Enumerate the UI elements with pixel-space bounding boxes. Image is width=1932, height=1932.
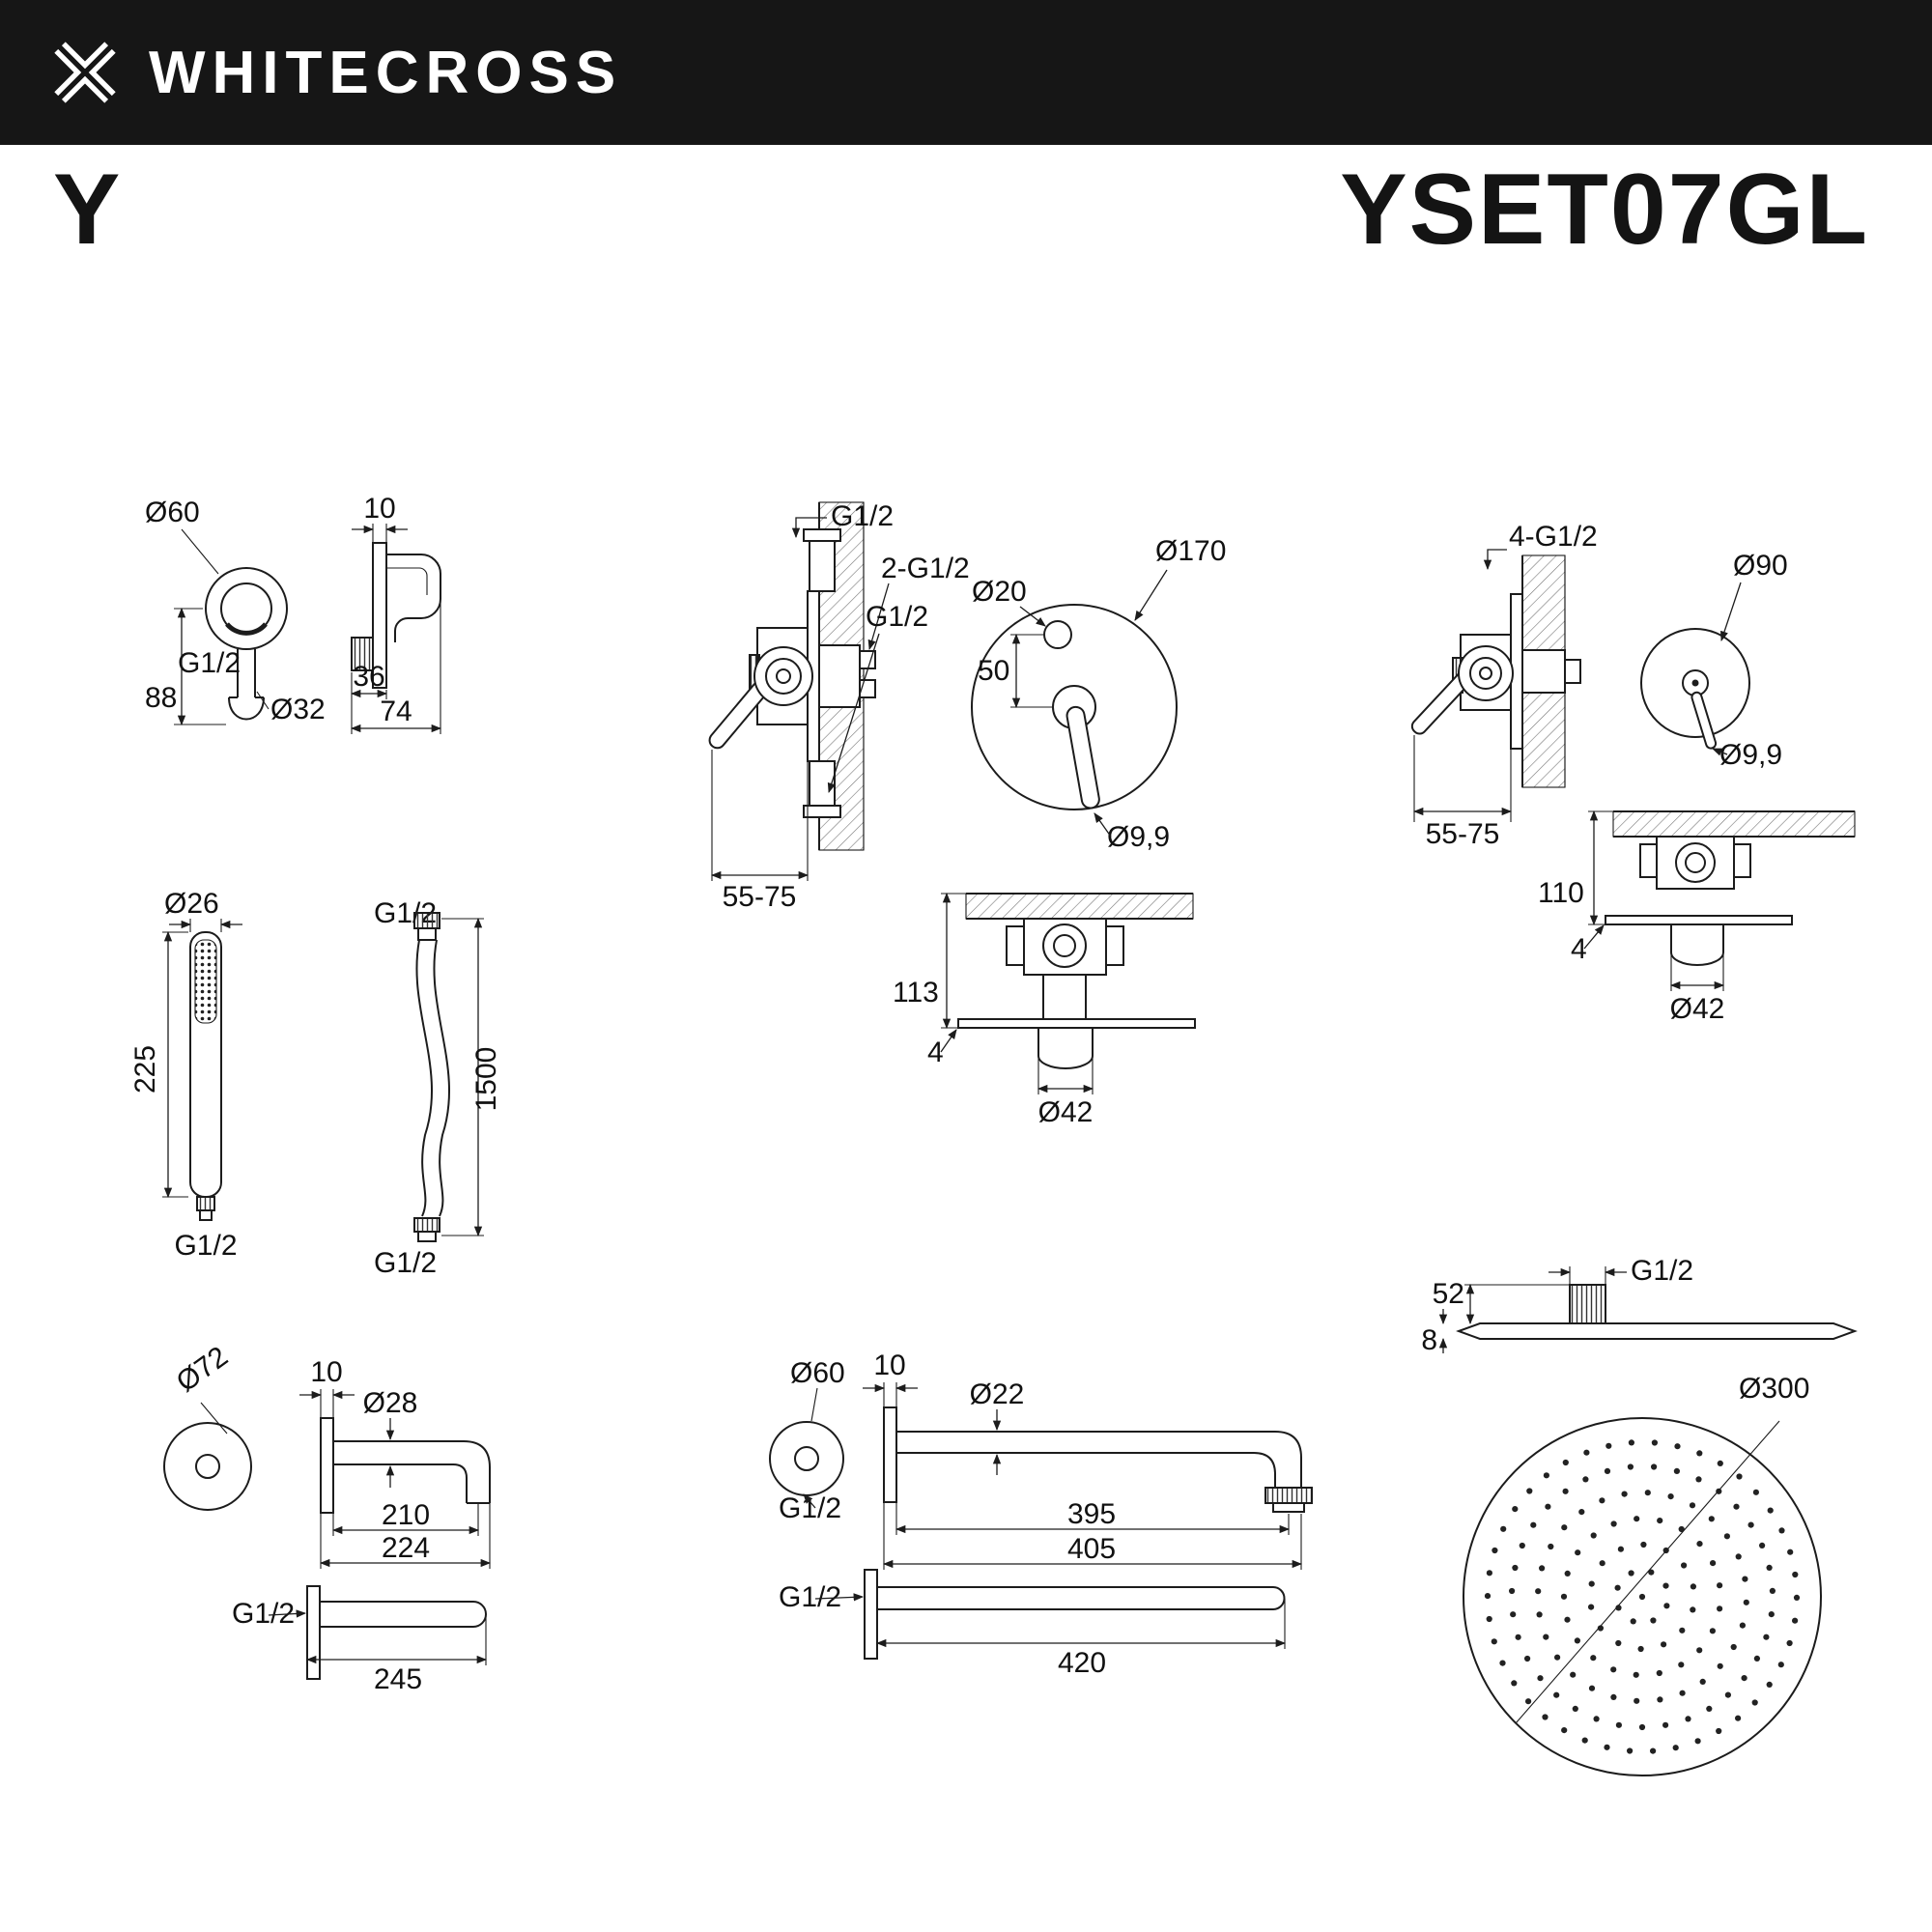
drawing-diverter-valve-section: 113 4 Ø42 [893, 892, 1196, 1128]
dim-thread: G1/2 [178, 647, 241, 679]
model-number: YSET07GL [1340, 154, 1869, 266]
title-row: Y YSET07GL [53, 153, 1869, 268]
dim-dia-plate: Ø170 [1155, 535, 1226, 567]
dim-dia-escutcheon: Ø60 [790, 1357, 845, 1389]
dim-thread-bottom: G1/2 [866, 601, 928, 633]
brand-name: WHITECROSS [149, 39, 623, 106]
dim-length: 225 [129, 1045, 161, 1094]
series-title: Y [53, 154, 123, 266]
drawing-wall-bracket: Ø60 G1/2 88 Ø32 10 36 74 [145, 493, 442, 734]
dim-install-depth: 55-75 [723, 881, 797, 913]
dim-thread: G1/2 [174, 1230, 237, 1262]
dim-height: 88 [145, 682, 177, 714]
drawing-shower-arm: Ø60 10 Ø22 395 405 G1/2 G1/2 420 [769, 1350, 1313, 1679]
dim-threads: 4-G1/2 [1509, 521, 1598, 553]
brand-logo: WHITECROSS [43, 30, 622, 115]
mixer-front-lever [1690, 691, 1718, 750]
dim-depth: 110 [1538, 877, 1584, 909]
diverter-front-lever [1065, 705, 1100, 810]
dim-dia-spout: Ø42 [1670, 993, 1725, 1025]
dim-reach-alt: 245 [374, 1663, 422, 1695]
dim-thread-alt: G1/2 [779, 1581, 841, 1613]
dim-reach-to-drop: 395 [1067, 1498, 1116, 1530]
dim-connector-height: 52 [1433, 1278, 1464, 1310]
dim-dia-escutcheon: Ø72 [171, 1341, 234, 1399]
dim-dia-plate: Ø90 [1733, 550, 1788, 582]
drawing-diverter-valve-side: G1/2 2-G1/2 G1/2 55-75 [708, 500, 970, 913]
dim-length-alt: 420 [1058, 1647, 1106, 1679]
dim-reach-total: 405 [1067, 1533, 1116, 1565]
dim-plate-thickness: 4 [927, 1037, 944, 1068]
dim-thread: G1/2 [779, 1492, 841, 1524]
dim-thread-top: G1/2 [831, 500, 894, 532]
dim-dia-escutcheon: Ø60 [145, 497, 200, 528]
whitecross-x-icon [47, 35, 123, 110]
drawing-shower-head: G1/2 52 8 Ø300 [1421, 1255, 1858, 1776]
drawing-spout: Ø72 10 Ø28 210 224 G1/2 245 [163, 1341, 492, 1695]
dim-knob-offset: 50 [978, 655, 1009, 687]
dim-dia-spout: Ø42 [1038, 1096, 1094, 1128]
dim-thread-bottom: G1/2 [374, 1247, 437, 1279]
dim-depth: 113 [893, 977, 939, 1009]
dim-depth-a: 36 [353, 661, 384, 693]
spray-nozzle-pattern [1484, 1439, 1801, 1754]
dim-dia-tube: Ø28 [363, 1387, 418, 1419]
dim-thread: G1/2 [1631, 1255, 1693, 1287]
header-bar: WHITECROSS [0, 0, 1932, 145]
dim-threads-mid: 2-G1/2 [881, 553, 970, 584]
dim-reach-to-outlet: 210 [382, 1499, 430, 1531]
drawing-hose: G1/2 1500 G1/2 [374, 897, 502, 1279]
dim-length: 1500 [470, 1047, 502, 1112]
dim-dia-hook: Ø32 [270, 694, 326, 725]
dim-plate-thickness: 10 [873, 1350, 905, 1381]
dim-reach-total: 224 [382, 1532, 430, 1564]
dim-dia-knob: Ø20 [972, 576, 1027, 608]
dim-dia-lever: Ø9,9 [1719, 739, 1782, 771]
drawing-hand-shower: Ø26 225 G1/2 [129, 888, 242, 1262]
dim-depth-b: 74 [380, 696, 412, 727]
dim-install-depth: 55-75 [1426, 818, 1500, 850]
dim-plate-thickness: 4 [1571, 933, 1587, 965]
dim-dia: Ø26 [164, 888, 219, 920]
dim-dia-lever: Ø9,9 [1107, 821, 1170, 853]
drawing-mixer-valve-section: 110 4 Ø42 [1538, 810, 1856, 1025]
dim-plate-thickness: 10 [310, 1356, 342, 1388]
dim-plate-thickness: 10 [363, 493, 395, 525]
dim-plate-thickness: 8 [1421, 1324, 1437, 1356]
dim-dia: Ø300 [1739, 1373, 1809, 1405]
drawing-mixer-valve: 4-G1/2 55-75 Ø90 Ø9,9 [1410, 521, 1788, 850]
dim-dia-tube: Ø22 [970, 1378, 1025, 1410]
drawing-diverter-valve-front: Ø170 Ø20 50 Ø9,9 [971, 535, 1226, 853]
